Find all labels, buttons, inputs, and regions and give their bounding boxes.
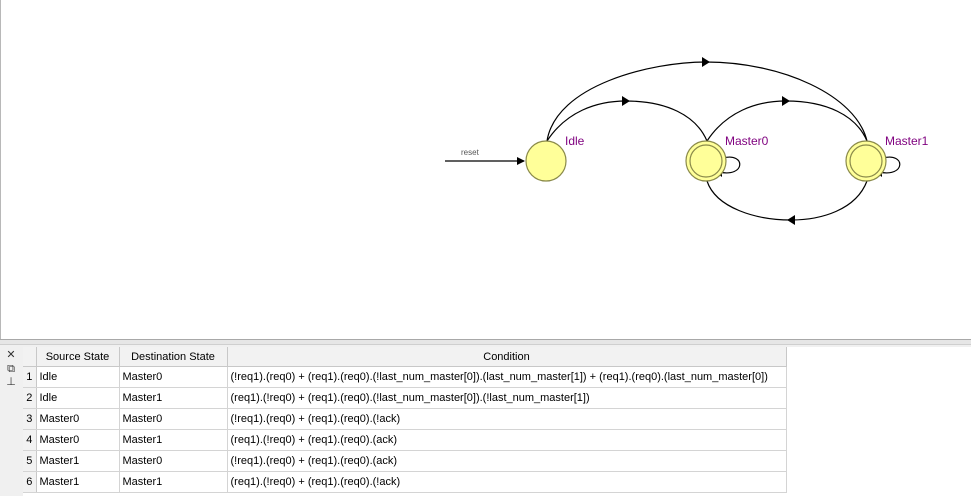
cell-source-state[interactable]: Master0 — [36, 429, 120, 451]
state-master1[interactable] — [845, 140, 887, 182]
cell-condition[interactable]: (!req1).(req0) + (req1).(req0).(!ack) — [227, 408, 787, 430]
cell-destination-state[interactable]: Master0 — [119, 450, 228, 472]
header-destination-state[interactable]: Destination State — [119, 347, 228, 367]
state-diagram-canvas[interactable]: reset Idle Master0 — [0, 0, 971, 339]
transition-idle-to-master1[interactable] — [546, 61, 868, 142]
cell-condition[interactable]: (req1).(!req0) + (req1).(req0).(!last_nu… — [227, 387, 787, 409]
table-row[interactable]: 1 Idle Master0 (!req1).(req0) + (req1).(… — [23, 366, 787, 388]
cell-condition[interactable]: (req1).(!req0) + (req1).(req0).(ack) — [227, 429, 787, 451]
row-number: 6 — [23, 471, 37, 493]
state-label-master0: Master0 — [725, 134, 769, 148]
state-master0[interactable] — [685, 140, 727, 182]
transition-table: Source State Destination State Condition… — [23, 347, 787, 493]
close-icon[interactable]: ✕ — [6, 349, 16, 361]
pin-icon[interactable]: ⊥ — [6, 376, 16, 388]
transition-table-container: Source State Destination State Condition… — [23, 347, 971, 496]
cell-destination-state[interactable]: Master0 — [119, 408, 228, 430]
row-number: 5 — [23, 450, 37, 472]
cell-destination-state[interactable]: Master1 — [119, 429, 228, 451]
table-row[interactable]: 5 Master1 Master0 (!req1).(req0) + (req1… — [23, 450, 787, 472]
row-number: 4 — [23, 429, 37, 451]
state-label-idle: Idle — [565, 134, 585, 148]
arrow-master1-to-master0 — [787, 215, 795, 225]
transition-master1-to-master0[interactable] — [706, 180, 868, 221]
state-diagram: reset Idle Master0 — [445, 57, 929, 225]
table-row[interactable]: 6 Master1 Master1 (req1).(!req0) + (req1… — [23, 471, 787, 493]
cell-condition[interactable]: (req1).(!req0) + (req1).(req0).(!ack) — [227, 471, 787, 493]
cell-condition[interactable]: (!req1).(req0) + (req1).(req0).(!last_nu… — [227, 366, 787, 388]
cell-destination-state[interactable]: Master1 — [119, 387, 228, 409]
row-number: 1 — [23, 366, 37, 388]
header-condition[interactable]: Condition — [227, 347, 787, 367]
cell-source-state[interactable]: Master0 — [36, 408, 120, 430]
state-label-master1: Master1 — [885, 134, 929, 148]
arrow-master0-to-master1 — [782, 96, 790, 106]
transition-table-panel: ✕ ⧉ ⊥ Source State Destination State Con… — [0, 345, 971, 496]
restore-icon[interactable]: ⧉ — [7, 363, 15, 375]
arrow-idle-to-master0 — [622, 96, 630, 106]
cell-destination-state[interactable]: Master0 — [119, 366, 228, 388]
cell-source-state[interactable]: Master1 — [36, 471, 120, 493]
table-header-row: Source State Destination State Condition — [23, 347, 787, 367]
transition-master1-self[interactable] — [878, 156, 901, 174]
table-row[interactable]: 2 Idle Master1 (req1).(!req0) + (req1).(… — [23, 387, 787, 409]
state-idle[interactable] — [525, 140, 567, 182]
table-row[interactable]: 3 Master0 Master0 (!req1).(req0) + (req1… — [23, 408, 787, 430]
reset-label: reset — [461, 148, 480, 157]
row-number: 3 — [23, 408, 37, 430]
cell-destination-state[interactable]: Master1 — [119, 471, 228, 493]
panel-toolbar: ✕ ⧉ ⊥ — [3, 347, 19, 496]
cell-source-state[interactable]: Idle — [36, 366, 120, 388]
cell-source-state[interactable]: Idle — [36, 387, 120, 409]
table-row[interactable]: 4 Master0 Master1 (req1).(!req0) + (req1… — [23, 429, 787, 451]
header-row-number — [23, 347, 37, 367]
cell-source-state[interactable]: Master1 — [36, 450, 120, 472]
cell-condition[interactable]: (!req1).(req0) + (req1).(req0).(ack) — [227, 450, 787, 472]
row-number: 2 — [23, 387, 37, 409]
arrow-idle-to-master1 — [702, 57, 710, 67]
transition-master0-self[interactable] — [718, 156, 741, 174]
panel-splitter[interactable] — [0, 339, 971, 345]
header-source-state[interactable]: Source State — [36, 347, 120, 367]
